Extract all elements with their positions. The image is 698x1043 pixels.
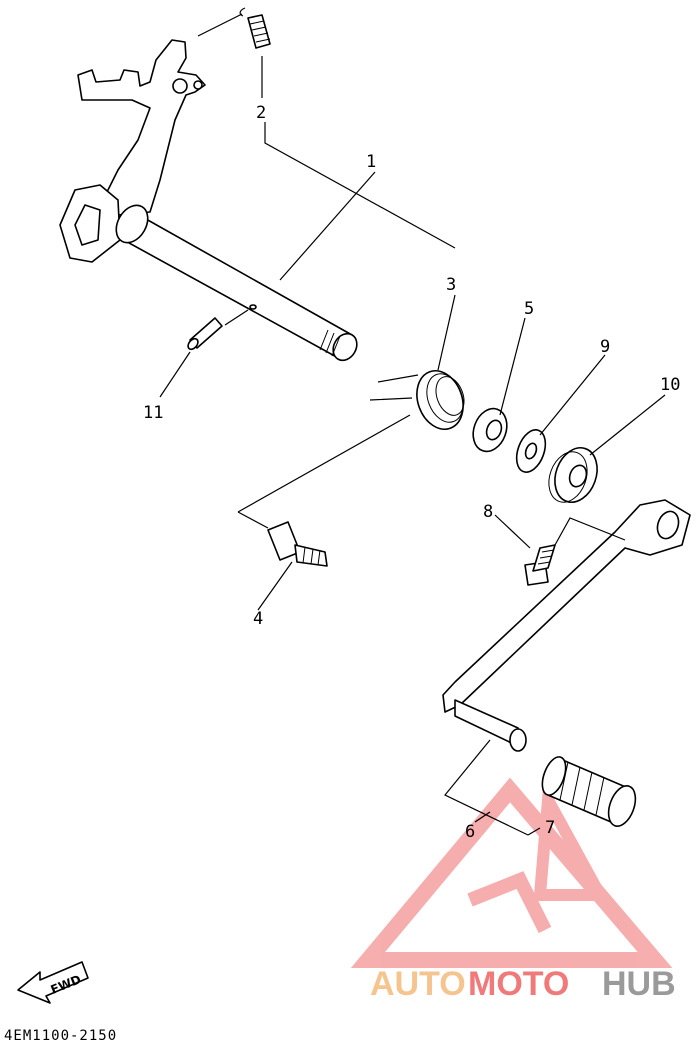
bolt-part-8 [524,544,556,586]
watermark-part-auto: AUTO [370,965,466,1003]
shift-pedal-part-6 [442,499,691,752]
callout-11: 11 [143,403,163,423]
collar-part-5 [472,407,508,453]
watermark-part-hub: HUB [602,965,676,1003]
callout-5: 5 [524,299,534,319]
spring-part-2 [239,7,271,49]
oil-seal-part-10 [548,447,598,503]
washer-part-9 [515,429,547,473]
foot-rubber-part-7 [541,756,637,827]
watermark-part-moto: MOTO [468,965,569,1003]
diagram-code: 4EM1100-2150 [4,1028,117,1043]
callout-7: 7 [545,818,555,838]
watermark-text: AUTO MOTO HUB [370,965,676,1003]
callout-8: 8 [483,502,493,522]
callout-4: 4 [253,609,263,629]
torsion-spring-part-3 [369,370,465,430]
fwd-arrow-icon: FWD [17,961,89,1004]
callout-1: 1 [366,152,376,172]
pin-part-11 [187,317,223,351]
callout-3: 3 [446,275,456,295]
callout-9: 9 [600,337,610,357]
callout-2: 2 [256,103,266,123]
shift-shaft-assembly [59,39,358,362]
bolt-part-4 [267,521,328,567]
callout-6: 6 [465,822,475,842]
leader-lines [159,13,666,836]
callout-10: 10 [660,375,680,395]
watermark-logo-icon [350,777,673,968]
